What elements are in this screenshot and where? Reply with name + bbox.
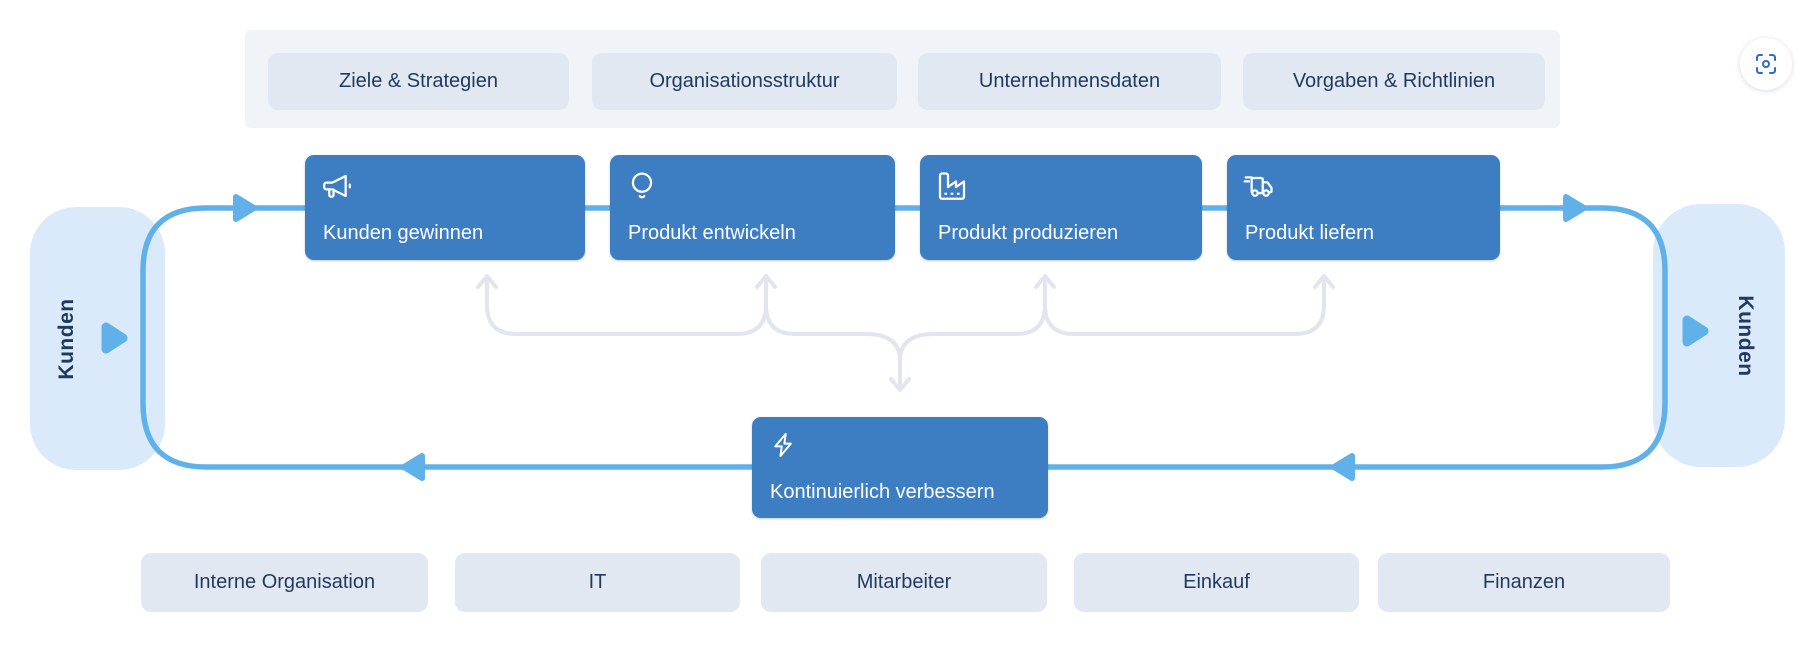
governance-band: Ziele & Strategien Organisationsstruktur… xyxy=(245,30,1560,128)
support-item-label: Finanzen xyxy=(1482,571,1566,593)
feedback-arrow-down-icon xyxy=(889,377,911,392)
arrow-left-icon xyxy=(401,453,425,481)
process-step-label: Kontinuierlich verbessern xyxy=(770,481,995,503)
focus-view-button[interactable] xyxy=(1740,38,1792,90)
support-item-finanzen[interactable]: Finanzen xyxy=(1378,553,1670,612)
process-step-produkt-liefern[interactable]: Produkt liefern xyxy=(1227,155,1500,260)
process-step-label: Kunden gewinnen xyxy=(323,222,484,244)
megaphone-icon xyxy=(323,174,351,198)
governance-item-label: Organisationsstruktur xyxy=(649,70,840,92)
focus-icon xyxy=(1756,54,1776,74)
support-item-mitarbeiter[interactable]: Mitarbeiter xyxy=(761,553,1047,612)
support-item-interne-organisation[interactable]: Interne Organisation xyxy=(141,553,428,612)
governance-item-label: Unternehmensdaten xyxy=(978,70,1161,92)
feedback-arrow-up-icon xyxy=(755,274,777,289)
support-item-label: Interne Organisation xyxy=(193,571,376,593)
feedback-arrow-up-icon xyxy=(476,274,498,289)
factory-icon xyxy=(938,172,966,200)
governance-item-ziele-strategien[interactable]: Ziele & Strategien xyxy=(268,53,569,110)
feedback-arrow-up-icon xyxy=(1313,274,1335,289)
governance-item-unternehmensdaten[interactable]: Unternehmensdaten xyxy=(918,53,1221,110)
support-item-label: Einkauf xyxy=(1183,571,1250,593)
process-step-label: Produkt entwickeln xyxy=(628,222,796,244)
support-item-label: Mitarbeiter xyxy=(856,571,952,593)
governance-item-label: Ziele & Strategien xyxy=(339,70,498,92)
lightbulb-icon xyxy=(631,172,653,199)
arrow-right-icon xyxy=(1563,194,1587,222)
governance-item-organisationsstruktur[interactable]: Organisationsstruktur xyxy=(592,53,897,110)
process-step-label: Produkt liefern xyxy=(1245,222,1374,244)
process-step-produkt-entwickeln[interactable]: Produkt entwickeln xyxy=(610,155,895,260)
arrow-right-icon xyxy=(233,194,257,222)
support-item-label: IT xyxy=(588,571,607,593)
governance-item-label: Vorgaben & Richtlinien xyxy=(1292,70,1496,92)
process-step-label: Produkt produzieren xyxy=(938,222,1119,244)
customer-panel-right: Kunden xyxy=(1653,204,1785,467)
feedback-tree xyxy=(476,274,1335,392)
feedback-arrow-up-icon xyxy=(1034,274,1056,289)
arrow-right-icon xyxy=(101,322,128,354)
main-loop-line xyxy=(140,205,1668,470)
arrow-right-icon xyxy=(1682,315,1709,347)
governance-item-vorgaben-richtlinien[interactable]: Vorgaben & Richtlinien xyxy=(1243,53,1545,110)
support-item-einkauf[interactable]: Einkauf xyxy=(1074,553,1359,612)
process-step-produkt-produzieren[interactable]: Produkt produzieren xyxy=(920,155,1202,260)
truck-icon xyxy=(1243,176,1273,197)
support-item-it[interactable]: IT xyxy=(455,553,740,612)
zap-icon xyxy=(774,432,792,458)
arrow-left-icon xyxy=(1331,453,1355,481)
process-step-kontinuierlich-verbessern[interactable]: Kontinuierlich verbessern xyxy=(752,417,1048,518)
customer-arrows xyxy=(101,315,1709,354)
process-step-kunden-gewinnen[interactable]: Kunden gewinnen xyxy=(305,155,585,260)
loop-arrowheads xyxy=(233,194,1587,481)
